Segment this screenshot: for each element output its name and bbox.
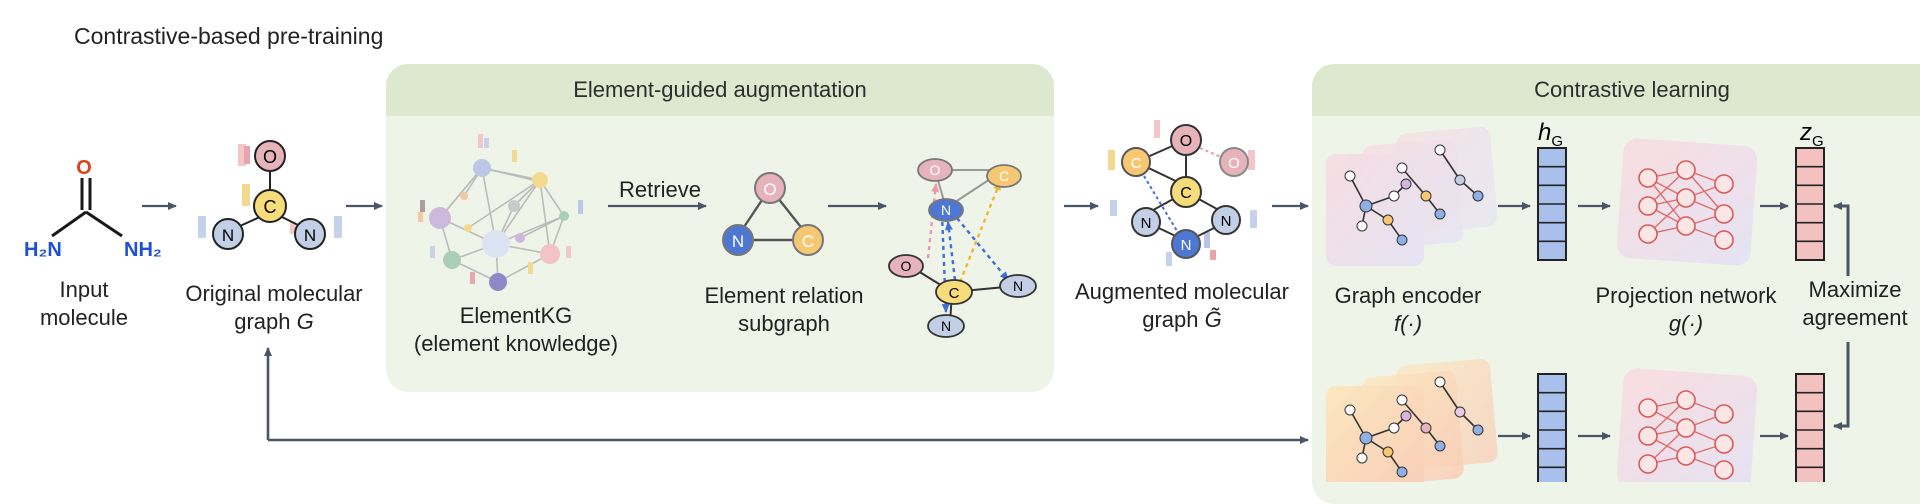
z-vector-top <box>1795 147 1825 261</box>
svg-text:O: O <box>263 147 277 167</box>
diagram-graphics: O H₂N NH₂ O C <box>24 119 1850 482</box>
original-atom-n-right <box>294 218 326 250</box>
original-atom-o <box>254 140 286 172</box>
graph-cards-top <box>1326 126 1498 266</box>
svg-text:N: N <box>732 232 744 251</box>
contrastive-panel-header: Contrastive learning <box>1312 64 1920 116</box>
retrieve-label: Retrieve <box>619 177 701 202</box>
augmented-graph-label: Augmented molecular graph G̃ <box>1074 279 1289 332</box>
svg-text:C: C <box>264 197 277 217</box>
urea-structure: O H₂N NH₂ <box>24 157 162 261</box>
amine-right-symbol: NH₂ <box>124 239 162 261</box>
svg-text:N: N <box>1181 237 1192 254</box>
svg-text:N: N <box>1013 278 1023 294</box>
svg-text:O: O <box>763 180 776 199</box>
elementkg-label: ElementKG(element knowledge) <box>413 303 619 356</box>
z-label: zG <box>1799 119 1824 150</box>
h-vector-top <box>1537 147 1567 261</box>
svg-text:N: N <box>1141 215 1152 232</box>
svg-text:N: N <box>1221 213 1232 230</box>
elementkg-graph <box>418 134 583 291</box>
projection-network-top <box>1616 138 1758 266</box>
diagram-canvas: Contrastive-based pre-training Element-g… <box>24 23 1920 504</box>
svg-text:N: N <box>941 318 951 334</box>
augmented-graph: O C O C N N N <box>1108 120 1257 266</box>
svg-text:C: C <box>802 232 814 251</box>
original-graph-label: Original molecular graph G <box>185 281 363 334</box>
svg-text:C: C <box>1180 185 1192 202</box>
graph-cards-bottom <box>1326 358 1498 482</box>
svg-text:O: O <box>1228 155 1240 172</box>
svg-text:O: O <box>901 258 912 274</box>
agreement-arrow-bottom <box>1833 342 1850 430</box>
svg-text:C: C <box>999 168 1009 184</box>
svg-text:C: C <box>1131 155 1142 172</box>
augmentation-scheme: O C N O C N N <box>888 158 1037 338</box>
svg-text:N: N <box>222 226 234 245</box>
amine-left-symbol: H₂N <box>24 239 62 261</box>
svg-text:O: O <box>1180 133 1192 150</box>
h-label: hG <box>1538 119 1563 150</box>
original-graph: O C N N <box>198 140 342 250</box>
original-atom-c <box>253 189 287 223</box>
svg-text:N: N <box>941 202 951 218</box>
original-atom-n-left <box>212 218 244 250</box>
svg-text:O: O <box>930 162 941 178</box>
oxygen-symbol: O <box>76 157 92 179</box>
element-relation-subgraph: O N C <box>722 172 824 256</box>
diagram-title: Contrastive-based pre-training <box>74 23 384 49</box>
svg-text:C: C <box>949 285 960 302</box>
projection-network-bottom <box>1616 368 1758 482</box>
h-vector-bottom <box>1537 373 1567 482</box>
augmentation-panel-header: Element-guided augmentation <box>386 64 1054 116</box>
svg-text:N: N <box>304 226 316 245</box>
z-vector-bottom <box>1795 373 1825 482</box>
agreement-arrow-top <box>1833 202 1850 302</box>
